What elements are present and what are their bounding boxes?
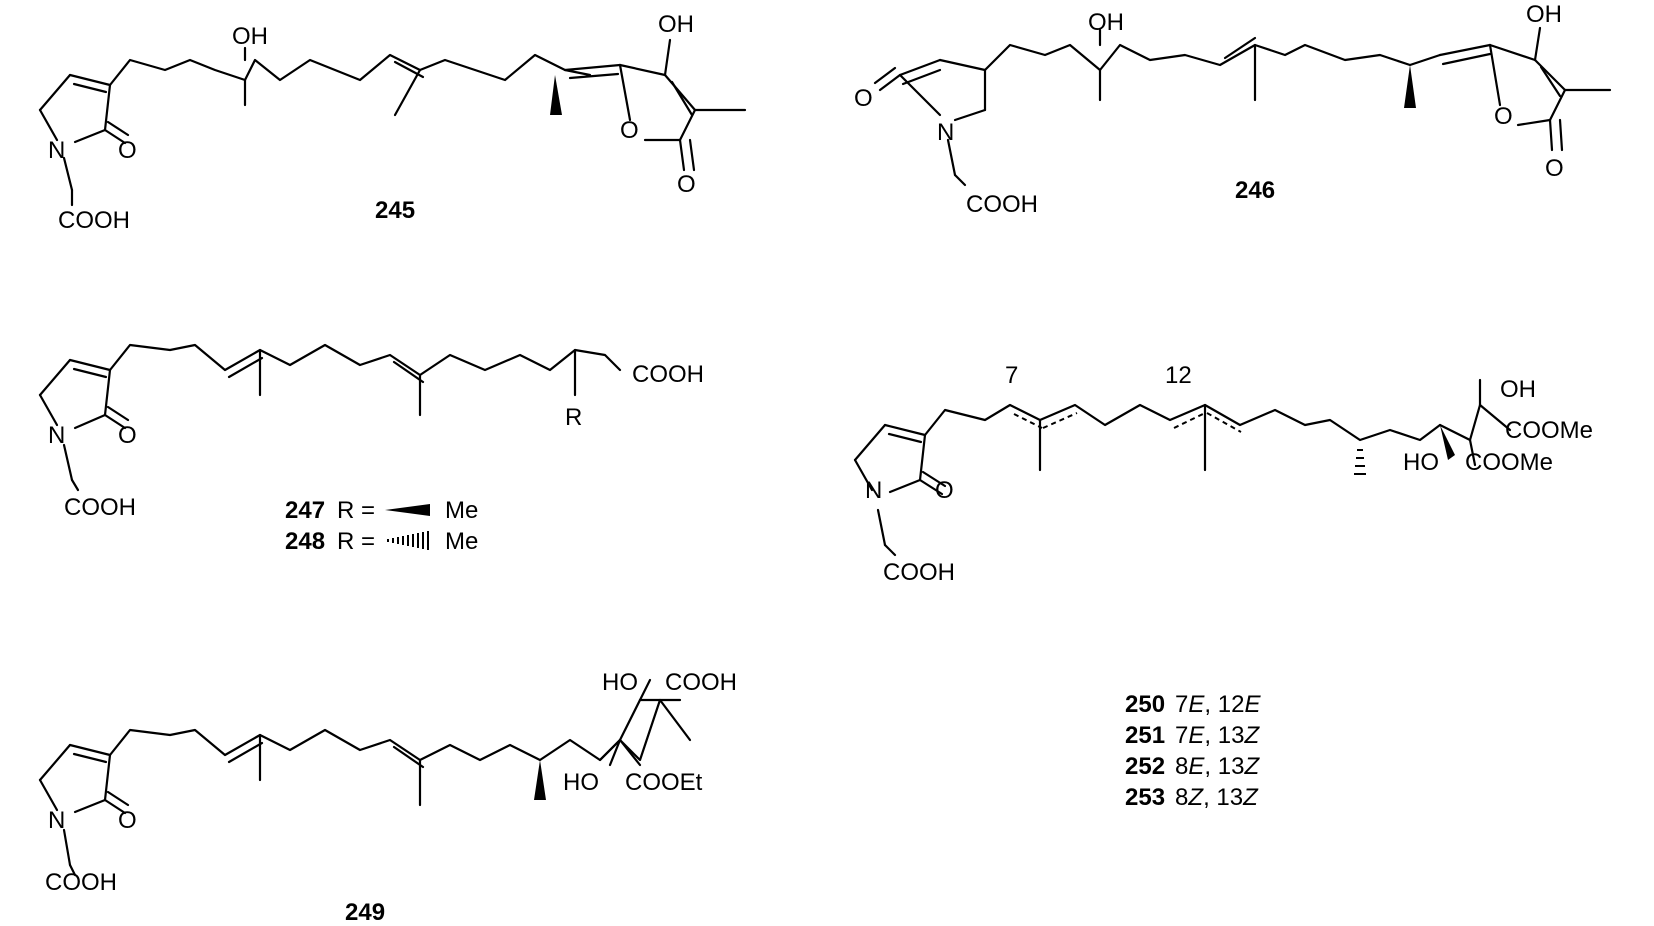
ester-cooet: COOEt <box>625 769 703 796</box>
amide-oxygen: O <box>118 422 137 449</box>
compound-number-253: 253 <box>1125 784 1165 811</box>
legend-row-253: 253 8Z, 13Z <box>1125 784 1259 811</box>
legend-row-250: 250 7E, 12E <box>1125 691 1261 718</box>
compound-250-253: 7 12 OH COOMe HO COOMe O N COOH 250 7E, … <box>853 362 1593 811</box>
hydroxyl-oh: OH <box>1500 376 1536 403</box>
hydroxyl-ho-upper: HO <box>602 669 638 696</box>
ring-nitrogen: N <box>937 119 954 146</box>
ring-oh: OH <box>1526 1 1562 28</box>
hydroxyl-ho: HO <box>1403 449 1439 476</box>
legend-r-equals-248: R = <box>337 528 375 555</box>
compound-249: HO COOH HO COOEt O N COOH 249 <box>38 669 737 926</box>
legend-row-252: 252 8E, 13Z <box>1125 753 1260 780</box>
svg-text:252 8E, 13Z: 252 8E, 13Z <box>1125 753 1260 780</box>
compound-245: OH OH O O O N COOH 245 <box>38 11 747 234</box>
compound-246: OH OH O O O N COOH 246 <box>854 1 1612 218</box>
acid-group: COOH <box>883 559 955 586</box>
compound-247-248: COOH R O N COOH 247 R = Me 248 R = Me <box>38 343 704 555</box>
hydroxyl-ho-lower: HO <box>563 769 599 796</box>
lactone-carbonyl-oxygen: O <box>1545 155 1564 182</box>
compound-number-251: 251 <box>1125 722 1165 749</box>
legend-me-248: Me <box>445 528 478 555</box>
ring-nitrogen: N <box>48 807 65 834</box>
ester-coome-2: COOMe <box>1465 449 1553 476</box>
svg-text:251 7E, 13Z: 251 7E, 13Z <box>1125 722 1260 749</box>
acid-group-upper: COOH <box>665 669 737 696</box>
acid-group: COOH <box>966 191 1038 218</box>
svg-text:250 7E, 12E: 250 7E, 12E <box>1125 691 1261 718</box>
compound-number-250: 250 <box>1125 691 1165 718</box>
legend-row-251: 251 7E, 13Z <box>1125 722 1260 749</box>
acid-group: COOH <box>58 207 130 234</box>
lactone-carbonyl-oxygen: O <box>677 171 696 198</box>
acid-group-chain: COOH <box>632 361 704 388</box>
svg-text:253 8Z, 13Z: 253 8Z, 13Z <box>1125 784 1259 811</box>
hashed-methyl <box>1354 449 1366 475</box>
ring-oh: OH <box>658 11 694 38</box>
compound-number-245: 245 <box>375 197 415 224</box>
hashed-bond-symbol <box>387 531 429 550</box>
amide-oxygen: O <box>935 477 954 504</box>
ring-nitrogen: N <box>48 422 65 449</box>
compound-number-249: 249 <box>345 899 385 926</box>
ring-oxygen: O <box>1494 103 1513 130</box>
wedge-bond-symbol <box>385 504 430 516</box>
amide-oxygen: O <box>118 807 137 834</box>
acid-group: COOH <box>45 869 117 896</box>
compound-number-247: 247 <box>285 497 325 524</box>
acid-group: COOH <box>64 494 136 521</box>
legend-me-247: Me <box>445 497 478 524</box>
chain-oh: OH <box>232 23 268 50</box>
chain-oh: OH <box>1088 9 1124 36</box>
compound-number-246: 246 <box>1235 177 1275 204</box>
ring-nitrogen: N <box>865 477 882 504</box>
ring-nitrogen: N <box>48 137 65 164</box>
compound-number-248: 248 <box>285 528 325 555</box>
legend-r-equals-247: R = <box>337 497 375 524</box>
amide-oxygen: O <box>118 137 137 164</box>
ring-oxygen: O <box>620 117 639 144</box>
locant-7: 7 <box>1005 362 1018 389</box>
r-substituent: R <box>565 404 582 431</box>
amide-oxygen: O <box>854 85 873 112</box>
compound-number-252: 252 <box>1125 753 1165 780</box>
ester-coome-1: COOMe <box>1505 417 1593 444</box>
locant-12: 12 <box>1165 362 1192 389</box>
